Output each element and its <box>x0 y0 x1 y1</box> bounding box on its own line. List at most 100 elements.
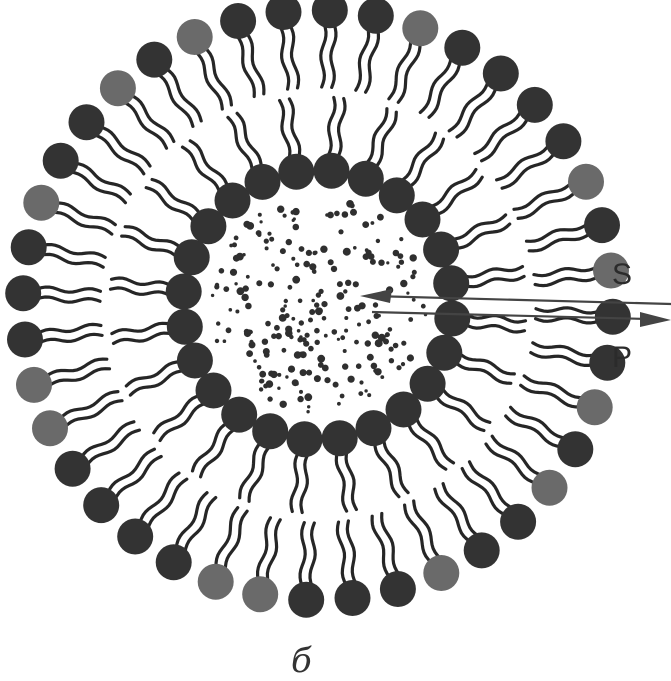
solute-dot <box>292 208 299 215</box>
solute-dot <box>245 303 252 310</box>
lipid-head <box>314 153 350 189</box>
aqueous-core-dots <box>211 200 427 413</box>
solute-dot <box>277 206 284 213</box>
solute-dot <box>315 307 323 315</box>
solute-dot <box>275 266 280 271</box>
lipid-head <box>266 0 302 30</box>
solute-dot <box>354 305 361 312</box>
solute-dot <box>289 335 293 339</box>
solute-dot <box>263 348 270 355</box>
solute-dot <box>386 261 389 264</box>
solute-dot <box>343 289 347 293</box>
solute-dot <box>258 213 262 217</box>
lipid-head <box>215 183 251 219</box>
lipid-tail <box>529 234 590 251</box>
lipid-tail <box>38 324 101 333</box>
solute-dot <box>270 371 277 378</box>
lipid-head <box>348 161 384 197</box>
solute-dot <box>274 325 280 331</box>
solute-dot <box>343 248 351 256</box>
solute-dot <box>317 355 325 363</box>
solute-dot <box>298 299 303 304</box>
solute-dot <box>333 382 339 388</box>
solute-dot <box>259 371 266 378</box>
solute-dot <box>299 390 303 394</box>
solute-dot <box>303 341 309 347</box>
lipid-head <box>557 431 593 467</box>
solute-dot <box>260 220 263 223</box>
label-p: P <box>612 341 632 374</box>
lipid-head <box>335 580 371 616</box>
solute-dot <box>246 275 250 279</box>
lipid-head <box>16 367 52 403</box>
solute-dot <box>365 340 371 346</box>
lipid-tail <box>40 334 103 343</box>
solute-dot <box>312 269 317 274</box>
solute-dot <box>348 376 355 383</box>
lipid-tail <box>301 454 308 513</box>
solute-dot <box>256 280 262 286</box>
solute-dot <box>269 237 274 242</box>
solute-dot <box>346 200 354 208</box>
lipid-head <box>220 3 256 39</box>
solute-dot <box>399 237 403 241</box>
solute-dot <box>320 246 327 253</box>
lipid-head <box>584 207 620 243</box>
lipid-head <box>402 10 438 46</box>
arrow-s-shaft <box>372 296 671 304</box>
solute-dot <box>372 332 379 339</box>
lipid-head <box>464 532 500 568</box>
lipid-head <box>423 555 459 591</box>
solute-dot <box>312 251 317 256</box>
solute-dot <box>350 209 357 216</box>
solute-dot <box>337 281 343 287</box>
solute-dot <box>342 211 349 218</box>
solute-dot <box>337 402 341 406</box>
solute-dot <box>353 246 357 250</box>
solute-dot <box>410 274 415 279</box>
solute-dot <box>285 313 290 318</box>
solute-dot <box>285 375 288 378</box>
lipid-head <box>245 164 281 200</box>
solute-dot <box>223 286 229 292</box>
solute-dot <box>219 268 225 274</box>
lipid-tail <box>466 325 525 332</box>
lipid-tail <box>267 520 280 582</box>
solute-dot <box>280 401 287 408</box>
lipid-tail <box>291 453 298 512</box>
lipid-tail <box>46 359 107 376</box>
solute-dot <box>346 306 352 312</box>
solute-dot <box>308 318 313 323</box>
solute-dot <box>262 339 268 345</box>
lipid-head <box>532 470 568 506</box>
solute-dot <box>359 380 363 384</box>
lipid-tail <box>37 297 100 302</box>
solute-dot <box>284 299 288 303</box>
solute-dot <box>388 327 393 332</box>
solute-dot <box>277 373 281 377</box>
solute-dot <box>299 246 305 252</box>
lipid-head <box>426 335 462 371</box>
lipid-head <box>405 202 441 238</box>
lipid-head <box>55 451 91 487</box>
lipid-head <box>483 56 519 92</box>
solute-dot <box>371 363 378 370</box>
solute-dot <box>373 302 378 307</box>
lipid-head <box>500 504 536 540</box>
solute-dot <box>284 304 287 307</box>
lipid-head <box>177 19 213 55</box>
label-s: S <box>612 258 632 291</box>
solute-dot <box>342 363 348 369</box>
solute-dot <box>344 329 348 333</box>
solute-dot <box>332 329 338 335</box>
solute-dot <box>421 304 426 309</box>
solute-dot <box>345 280 351 286</box>
solute-dot <box>357 323 361 327</box>
lipid-tail <box>535 277 598 286</box>
solute-dot <box>267 232 271 236</box>
solute-dot <box>280 248 286 254</box>
lipid-head <box>242 576 278 612</box>
solute-dot <box>383 339 389 345</box>
lipid-tail <box>536 308 599 313</box>
solute-dot <box>311 299 315 303</box>
